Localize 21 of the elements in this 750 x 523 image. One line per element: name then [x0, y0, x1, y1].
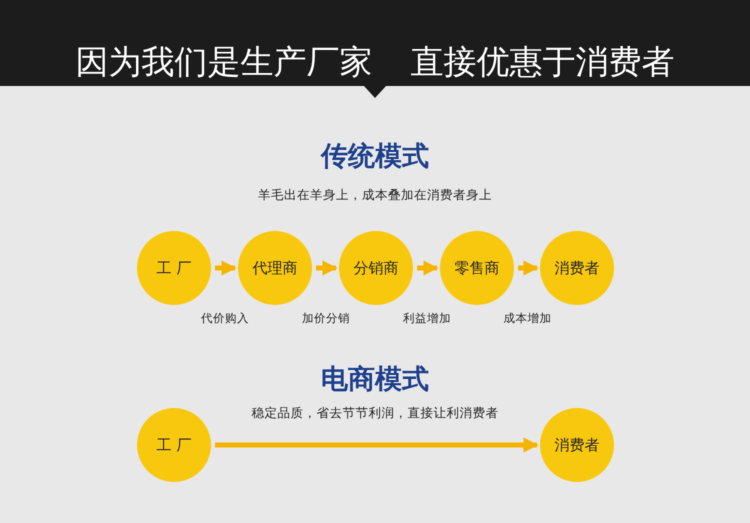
edge-label: 成本增加 — [502, 310, 552, 326]
circle-node: 代理商 — [238, 231, 312, 305]
circle-node: 分销商 — [339, 231, 413, 305]
arrow — [417, 260, 438, 276]
title: 因为我们是生产厂家 直接优惠于消费者 — [74, 41, 676, 83]
circle-node: 工 厂 — [137, 231, 211, 305]
section-heading: 电商模式 — [320, 363, 430, 397]
arrow — [215, 438, 538, 452]
section-heading: 传统模式 — [319, 140, 430, 174]
arrow — [215, 260, 236, 276]
circle-node: 工 厂 — [137, 408, 211, 482]
edge-label: 加价分销 — [301, 310, 351, 326]
arrow — [518, 260, 538, 276]
edge-label: 利益增加 — [402, 310, 452, 326]
subtitle: 羊毛出在羊身上，成本叠加在消费者身上 — [257, 186, 493, 204]
subtitle: 稳定品质，省去节节利润，直接让利消费者 — [250, 404, 500, 422]
circle-node: 零售商 — [440, 231, 514, 305]
edge-label: 代价购入 — [200, 310, 250, 326]
circle-node: 消费者 — [540, 231, 614, 305]
circle-node: 消费者 — [540, 408, 614, 482]
arrow — [316, 260, 338, 276]
